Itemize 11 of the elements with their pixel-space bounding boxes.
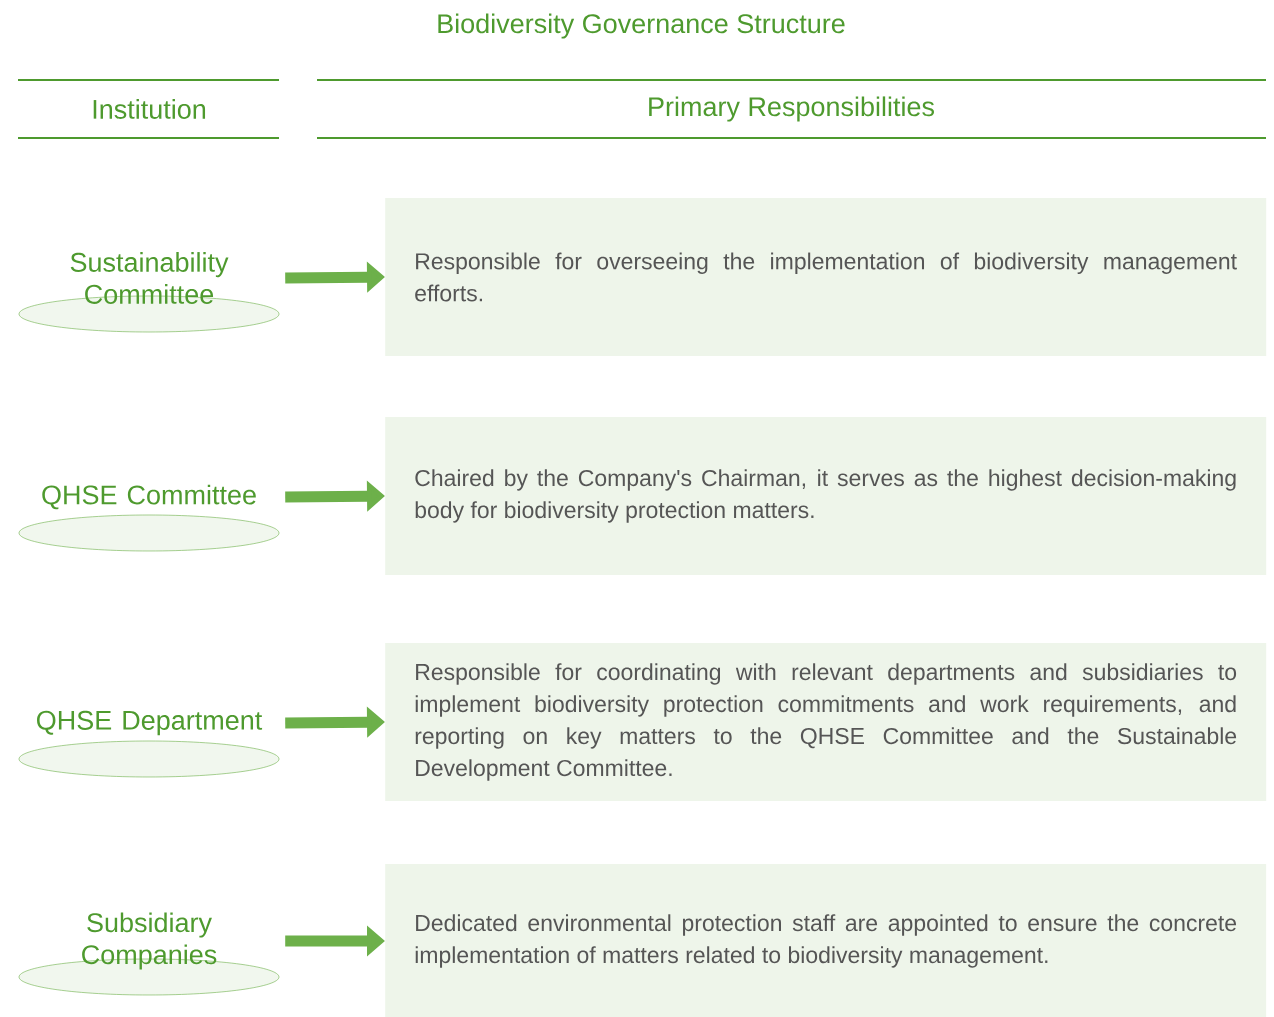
responsibility-box: Chaired by the Company's Chairman, it serves as the highest decision-making body for biodiversity protection matters. bbox=[385, 417, 1267, 575]
title: Biodiversity Governance Structure bbox=[438, 13, 845, 39]
institution-label: QHSE Department bbox=[18, 710, 280, 778]
column-header: Institution bbox=[93, 99, 206, 119]
responsibility-box: Responsible for overseeing the implementation of biodiversity management efforts. bbox=[385, 198, 1267, 356]
institution-label: Sustainability Committee bbox=[18, 252, 280, 333]
responsibility-box: Dedicated environmental protection staff are appointed to ensure the concrete implementation of matters related to biodiversity management. bbox=[385, 864, 1267, 1017]
column-header: Primary Responsibilities bbox=[649, 96, 934, 122]
responsibility-box: Responsible for coordinating with relevant departments and subsidiaries to implement biodiversity protection commitments and work requirements, and reporting on key matters to the QHSE Committee and the Sustainable Development Committee. bbox=[385, 643, 1267, 801]
institution-label: QHSE Committee bbox=[18, 484, 280, 552]
institution-label: Subsidiary Companies bbox=[18, 912, 280, 996]
